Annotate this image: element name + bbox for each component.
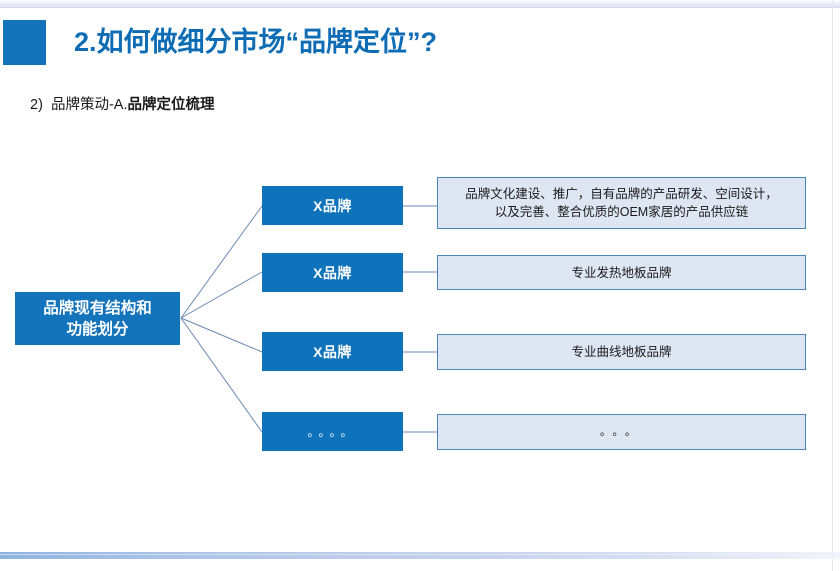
brand-node-4-placeholder[interactable]: 。。。。 [262, 412, 403, 451]
bottom-gradient-rule [0, 552, 840, 559]
root-node-brand-structure[interactable]: 品牌现有结构和 功能划分 [15, 292, 180, 345]
bottom-gradient-highlight [0, 554, 840, 555]
page-title: 2.如何做细分市场“品牌定位”? [74, 27, 438, 57]
top-decorative-band [0, 0, 840, 8]
brand-node-2[interactable]: X品牌 [262, 253, 403, 292]
description-box-3[interactable]: 专业曲线地板品牌 [437, 334, 806, 370]
top-band-divider [0, 7, 840, 8]
brand-node-1[interactable]: X品牌 [262, 186, 403, 225]
description-box-2[interactable]: 专业发热地板品牌 [437, 255, 806, 290]
brand-node-3[interactable]: X品牌 [262, 332, 403, 371]
root-node-label-line2: 功能划分 [66, 320, 129, 338]
header-accent-square [3, 20, 46, 65]
description-box-4-placeholder[interactable]: 。。。 [437, 414, 806, 450]
subtitle-line: 2) 品牌策动-A.品牌定位梳理 [30, 95, 215, 115]
description-1-line2: 以及完善、整合优质的OEM家居的产品供应链 [494, 205, 749, 219]
description-1-line1: 品牌文化建设、推广，自有品牌的产品研发、空间设计， [465, 187, 778, 201]
root-node-label-line1: 品牌现有结构和 [43, 299, 152, 317]
description-box-1[interactable]: 品牌文化建设、推广，自有品牌的产品研发、空间设计， 以及完善、整合优质的OEM家… [437, 177, 806, 229]
subtitle-bold-text: 品牌定位梳理 [127, 97, 215, 113]
slide-right-edge [832, 0, 833, 571]
subtitle-number: 2) [30, 97, 43, 113]
subtitle-plain-text: 品牌策动-A. [50, 97, 128, 113]
